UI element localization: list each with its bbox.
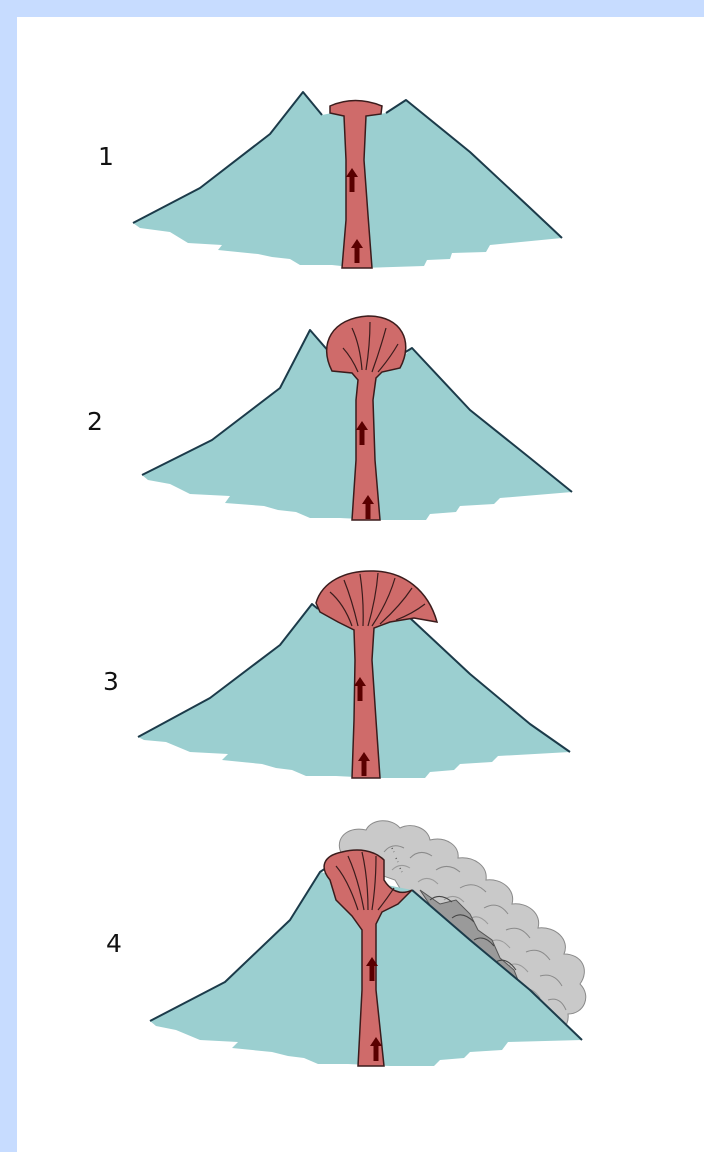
stage-1: 1 [98,92,562,268]
stage-label-2: 2 [87,407,103,436]
stage-label-4: 4 [106,929,122,958]
stage-label-3: 3 [103,667,119,696]
stage-label-1: 1 [98,142,114,171]
stage-3: 3 [103,571,570,778]
stage-4: 4 [106,821,586,1066]
stage-2: 2 [87,316,572,520]
